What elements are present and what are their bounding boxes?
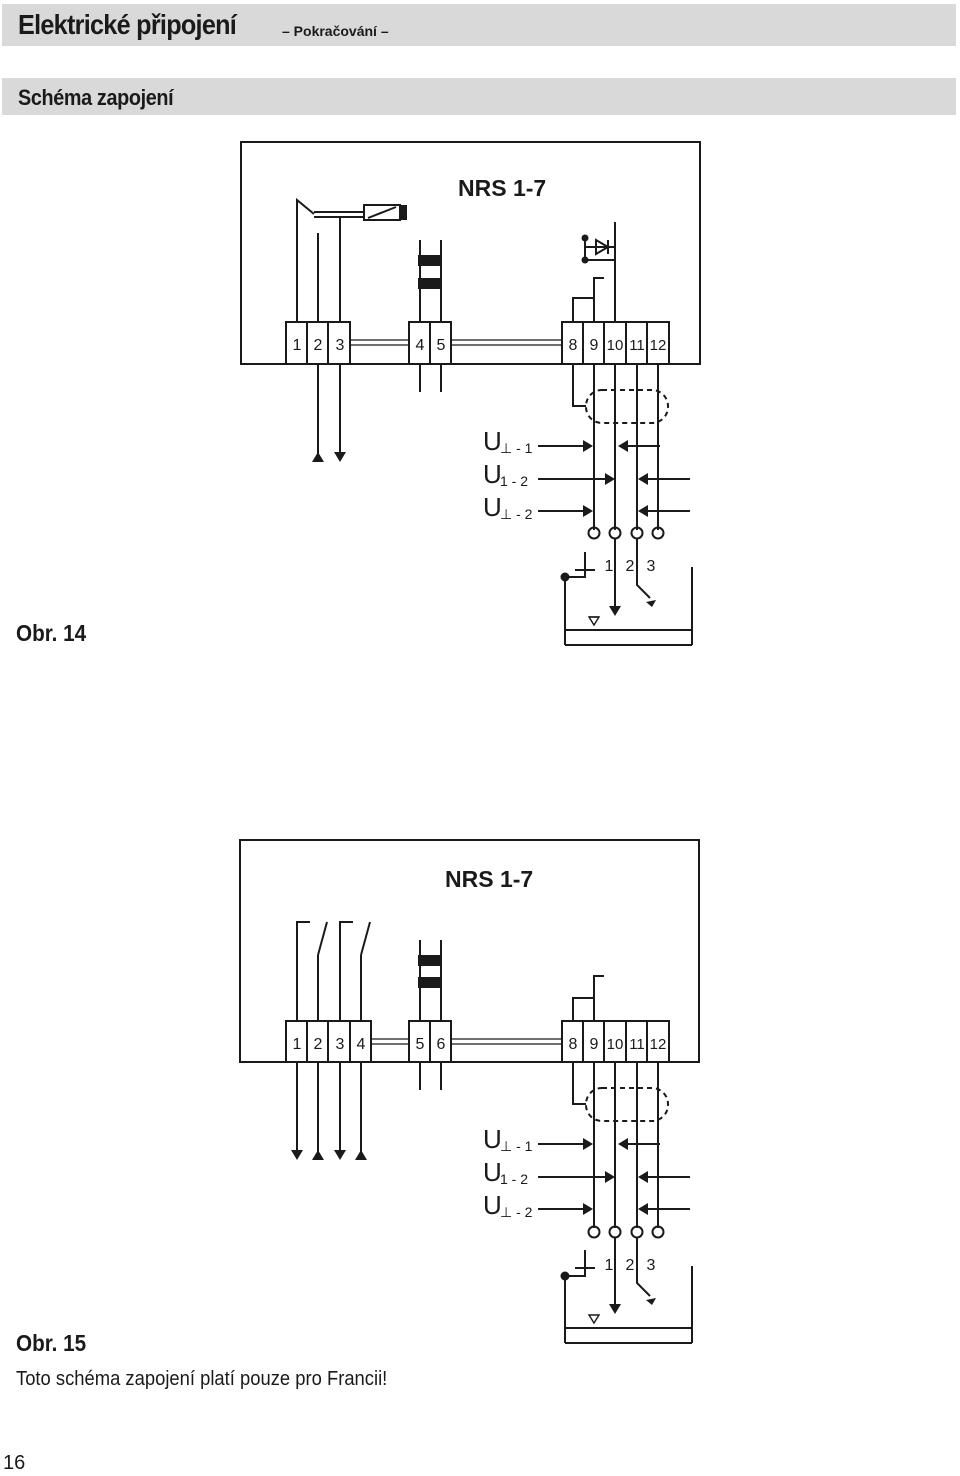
electrode-label: 1 <box>605 558 614 575</box>
electrode-label: 2 <box>626 1257 635 1274</box>
electrode-label: 3 <box>647 1257 656 1274</box>
terminal-label: 11 <box>629 337 645 354</box>
voltage-label: U <box>483 1190 502 1220</box>
voltage-label: U <box>483 1157 502 1187</box>
terminal-label: 4 <box>357 1036 366 1053</box>
terminal-label: 9 <box>590 337 599 354</box>
terminal-label: 12 <box>650 337 667 354</box>
header-band: Elektrické připojení – Pokračování – <box>2 4 956 46</box>
wiring-diagram-14: NRS 1-7 1 2 3 4 5 8 9 10 11 12 U ⊥ - 1 U… <box>240 141 701 646</box>
voltage-label-sub: ⊥ - 2 <box>500 506 533 522</box>
terminal-label: 1 <box>293 1036 302 1053</box>
terminal-label: 10 <box>607 1036 624 1053</box>
cable-shield <box>585 389 669 424</box>
terminal-label: 3 <box>336 1036 345 1053</box>
terminal-label: 5 <box>416 1036 425 1053</box>
footnote: Toto schéma zapojení platí pouze pro Fra… <box>16 1368 388 1390</box>
page-number: 16 <box>3 1452 26 1474</box>
terminal-label: 2 <box>314 1036 323 1053</box>
voltage-label-sub: ⊥ - 1 <box>500 1138 533 1154</box>
terminal-label: 5 <box>437 337 446 354</box>
device-label: NRS 1-7 <box>445 866 533 892</box>
device-housing <box>239 839 700 1063</box>
voltage-label-sub: 1 - 2 <box>500 1171 528 1187</box>
voltage-label-sub: ⊥ - 1 <box>500 440 533 456</box>
terminal-label: 6 <box>437 1036 446 1053</box>
figure-caption-14: Obr. 14 <box>16 620 87 646</box>
terminal-label: 1 <box>293 337 302 354</box>
electrode-label: 1 <box>605 1257 614 1274</box>
electrode-label: 2 <box>626 558 635 575</box>
terminal-label: 3 <box>336 337 345 354</box>
voltage-label-sub: 1 - 2 <box>500 473 528 489</box>
voltage-label: U <box>483 459 502 489</box>
terminal-label: 2 <box>314 337 323 354</box>
terminal-label: 4 <box>416 337 425 354</box>
voltage-label-sub: ⊥ - 2 <box>500 1204 533 1220</box>
device-label: NRS 1-7 <box>458 175 546 201</box>
voltage-label: U <box>483 492 502 522</box>
voltage-label: U <box>483 426 502 456</box>
voltage-label: U <box>483 1124 502 1154</box>
continued-label: – Pokračování – <box>282 23 389 39</box>
section-band: Schéma zapojení <box>2 78 956 115</box>
figure-caption-15: Obr. 15 <box>16 1330 87 1356</box>
device-housing <box>240 141 701 365</box>
section-title: Schéma zapojení <box>18 85 174 110</box>
terminal-label: 11 <box>629 1036 645 1053</box>
terminal-label: 8 <box>569 337 578 354</box>
terminal-label: 9 <box>590 1036 599 1053</box>
terminal-label: 8 <box>569 1036 578 1053</box>
electrode-label: 3 <box>647 558 656 575</box>
page-title: Elektrické připojení <box>18 9 237 40</box>
terminal-label: 10 <box>607 337 624 354</box>
cable-shield <box>585 1087 669 1122</box>
terminal-label: 12 <box>650 1036 667 1053</box>
